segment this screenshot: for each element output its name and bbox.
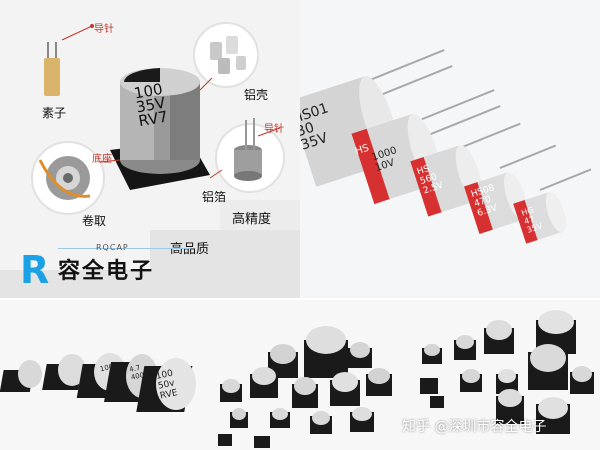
structure-diagram-panel: 100 35V RV7 导针 素子 铝壳 底座 导针 卷取 铝箔 高精度 高品质… — [0, 0, 300, 298]
smd-row-panel: 100 50v RVE 4.7 400v 100 — [0, 300, 200, 450]
brand-logo-icon: R — [20, 248, 50, 292]
radial-capacitors-panel: HS01 30 35V HS 1000 10V HS 560 2.5V HS08… — [300, 0, 600, 298]
label-winding: 卷取 — [82, 214, 107, 228]
brand-name: 容全电子 — [58, 259, 155, 284]
marking-line: RV7 — [137, 107, 170, 131]
panel-divider — [0, 298, 600, 300]
radial-capacitors-art — [300, 49, 592, 244]
label-element: 素子 — [42, 106, 67, 120]
label-aluminum-foil: 铝箔 — [202, 190, 227, 204]
structure-diagram-art — [0, 22, 300, 298]
smd-row-art — [0, 353, 196, 412]
smd-cluster-art — [218, 326, 392, 448]
brand-english-name: RQCAP — [96, 243, 129, 252]
smd-cluster-art-2 — [420, 310, 594, 434]
brand-divider — [58, 248, 188, 249]
smd-cluster-panel — [200, 300, 400, 450]
label-aluminum-case: 铝壳 — [244, 88, 269, 102]
step-label-high-quality: 高品质 — [170, 242, 210, 257]
smd-cluster-panel-2: 知乎 @深圳市容全电子 — [400, 300, 600, 450]
step-label-high-precision: 高精度 — [232, 212, 272, 227]
label-base: 底座 — [92, 154, 112, 165]
watermark-text: 知乎 @深圳市容全电子 — [402, 419, 547, 435]
label-lead-foil: 导针 — [264, 124, 284, 135]
label-lead-wire: 导针 — [94, 24, 114, 35]
